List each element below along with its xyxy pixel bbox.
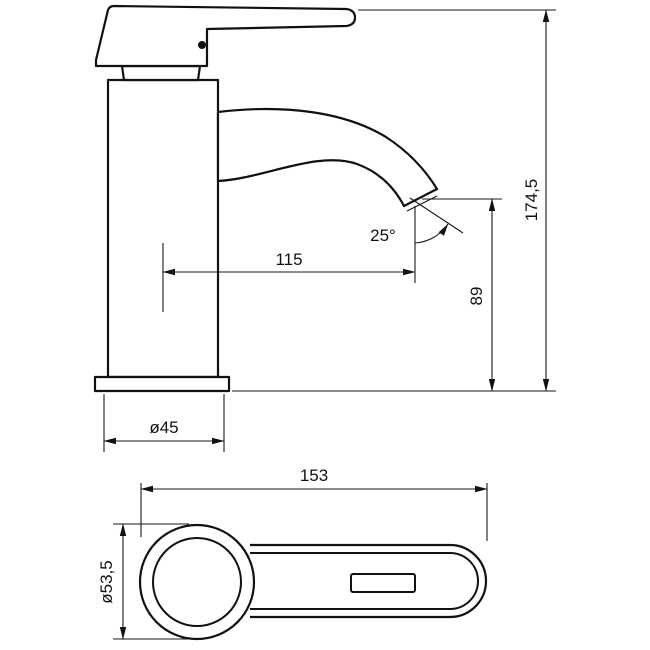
total-height-label: 174,5 [522,179,541,222]
dim-base-diameter: ø45 [103,394,225,452]
dim-total-length: 153 [140,466,488,541]
handle-lever [94,4,357,68]
handle-collar [120,64,202,82]
dim-spout-reach: 115 [162,206,416,312]
spout-reach-label: 115 [275,250,302,269]
faucet-body [106,78,220,379]
base-flange [93,375,231,393]
body-plan-inner-circle [152,537,242,627]
dim-total-height: 174,5 [232,9,556,392]
dim-spout-angle: 25° [370,197,464,245]
lever-plan-inner-contour [250,552,479,610]
base-diameter-label: ø45 [149,418,178,437]
angle-reference-line [409,197,464,234]
lever-slot [350,573,416,593]
spout-height-label: 89 [467,287,486,306]
body-plan-outer-circle [138,523,256,641]
top-view [138,523,488,641]
angle-arc [414,223,449,244]
total-length-label: 153 [300,466,328,485]
spout-angle-label: 25° [370,226,396,245]
body-diameter-label: ø53,5 [97,560,116,603]
handle-index-dot [198,41,206,49]
spout [216,107,439,208]
dim-body-diameter: ø53,5 [97,523,189,640]
dim-spout-height: 89 [422,198,502,392]
side-view [93,4,439,393]
